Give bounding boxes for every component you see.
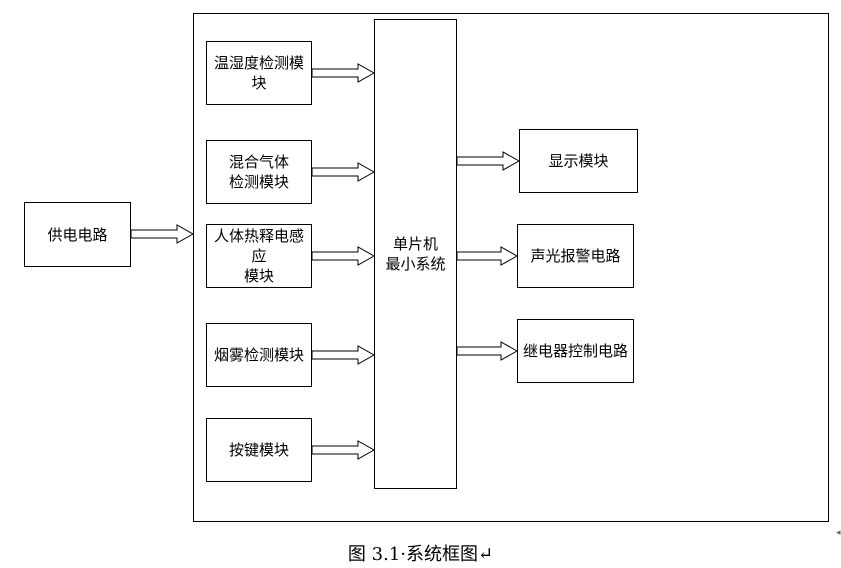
mixed-gas-label-line2: 检测模块 (228, 173, 289, 191)
arrow-mcu-to-alarm (456, 246, 519, 266)
relay-block: 继电器控制电路 (517, 319, 634, 383)
pir-label-line1: 人体热释电感应 (213, 227, 304, 265)
arrow-smoke-to-mcu (311, 345, 376, 365)
margin-mark-icon: ◂ (836, 528, 841, 538)
arrow-layer (130, 63, 521, 460)
arrow-pir-to-mcu (311, 246, 376, 266)
mixed-gas-label-line1: 混合气体 (228, 153, 289, 171)
display-block: 显示模块 (519, 129, 638, 193)
arrow-mcu-to-relay (456, 341, 519, 361)
power-supply-block: 供电电路 (24, 202, 131, 267)
mcu-label-line2: 最小系统 (385, 255, 446, 273)
alarm-label: 声光报警电路 (530, 247, 621, 265)
temp-humidity-label: 温湿度检测模块 (213, 54, 304, 92)
smoke-block: 烟雾检测模块 (206, 323, 312, 387)
power-supply-label: 供电电路 (47, 225, 108, 244)
display-label: 显示模块 (548, 152, 609, 170)
system-frame (193, 13, 829, 522)
relay-label: 继电器控制电路 (522, 342, 628, 360)
arrow-temp-humidity-to-mcu (311, 63, 376, 83)
mcu-label-line1: 单片机 (392, 235, 438, 253)
arrow-mixed-gas-to-mcu (311, 162, 376, 182)
arrow-mcu-to-display (456, 151, 521, 171)
arrow-power-to-system (130, 224, 195, 244)
pir-label-line2: 模块 (243, 267, 274, 285)
keys-block: 按键模块 (206, 418, 312, 482)
mcu-block: 单片机 最小系统 (374, 19, 457, 489)
temp-humidity-block: 温湿度检测模块 (206, 41, 312, 105)
figure-caption: 图 3.1·系统框图↵ (347, 544, 494, 565)
smoke-label: 烟雾检测模块 (213, 346, 304, 364)
alarm-block: 声光报警电路 (517, 224, 634, 288)
arrow-keys-to-mcu (311, 440, 376, 460)
pir-sensor-block: 人体热释电感应 模块 (206, 224, 312, 288)
mixed-gas-block: 混合气体 检测模块 (206, 140, 312, 204)
keys-label: 按键模块 (228, 441, 289, 459)
